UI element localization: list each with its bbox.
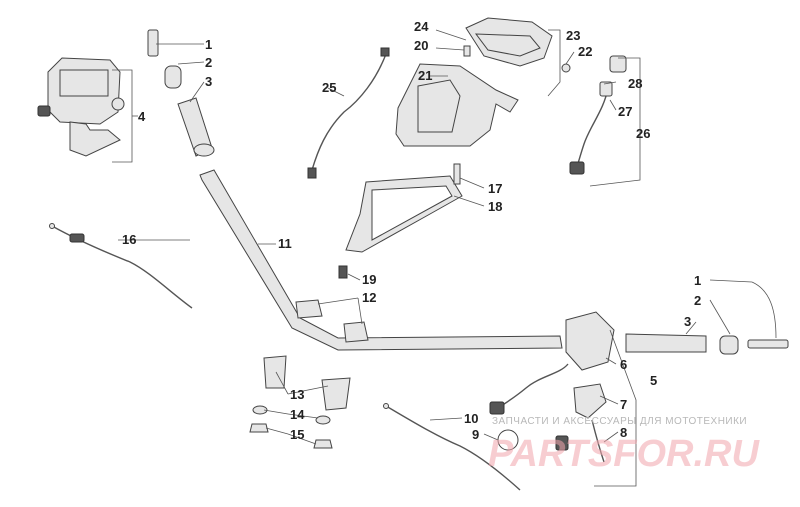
washer-b [315,415,331,425]
callout-20: 20 [414,38,428,53]
screw-19 [338,265,348,279]
washer-a [252,405,268,415]
callout-24: 24 [414,19,429,34]
callout-4: 4 [138,109,146,124]
upper-clamp-b [343,321,369,343]
screw-22 [561,63,571,73]
callout-3-right: 3 [684,314,691,329]
callout-26: 26 [636,126,650,141]
upper-clamp-a [295,299,323,319]
right-screw [747,339,789,349]
speedometer-cable [311,53,387,171]
callout-12: 12 [362,290,376,305]
switch-plate [573,383,607,419]
callout-28: 28 [628,76,642,91]
callout-25: 25 [322,80,336,95]
left-brake-housing [37,57,125,157]
callout-9: 9 [472,427,479,442]
callout-7: 7 [620,397,627,412]
nut-a [249,423,269,433]
callout-27: 27 [618,104,632,119]
callout-21: 21 [418,68,432,83]
callout-18: 18 [488,199,502,214]
right-grip-ring [719,335,739,355]
right-grip [625,333,707,353]
right-switch-housing [565,311,615,371]
clutch-cable [385,405,521,491]
lower-clamp-b [321,377,351,411]
watermark-tagline: ЗАПЧАСТИ И АКСЕССУАРЫ ДЛЯ МОТОТЕХНИКИ [492,416,747,427]
switch-harness [569,55,627,175]
left-grip-ring [164,65,182,89]
watermark: ЗАПЧАСТИ И АКСЕССУАРЫ ДЛЯ МОТОТЕХНИКИ PA… [488,416,760,475]
callout-10: 10 [464,411,478,426]
lower-clamp-a [263,355,287,389]
callout-22: 22 [578,44,592,59]
callout-2-left: 2 [205,55,212,70]
callout-1-right: 1 [694,273,701,288]
callout-3-left: 3 [205,74,212,89]
nut-b [313,439,333,449]
left-screw [147,29,159,57]
callout-6: 6 [620,357,627,372]
callout-5: 5 [650,373,657,388]
callout-11: 11 [278,236,292,251]
callout-13: 13 [290,387,304,402]
callout-23: 23 [566,28,580,43]
handlebar [199,169,563,351]
callout-1-left: 1 [205,37,212,52]
callout-14: 14 [290,407,305,422]
callout-16: 16 [122,232,136,247]
callout-17: 17 [488,181,502,196]
callout-15: 15 [290,427,304,442]
callout-2-right: 2 [694,293,701,308]
callout-8: 8 [620,425,627,440]
watermark-brand: PARTSFOR.RU [488,433,760,475]
callout-numbers: 1 2 3 4 25 11 16 21 24 20 23 22 28 27 26… [122,19,701,442]
callout-19: 19 [362,272,376,287]
leader-lines [118,29,777,445]
